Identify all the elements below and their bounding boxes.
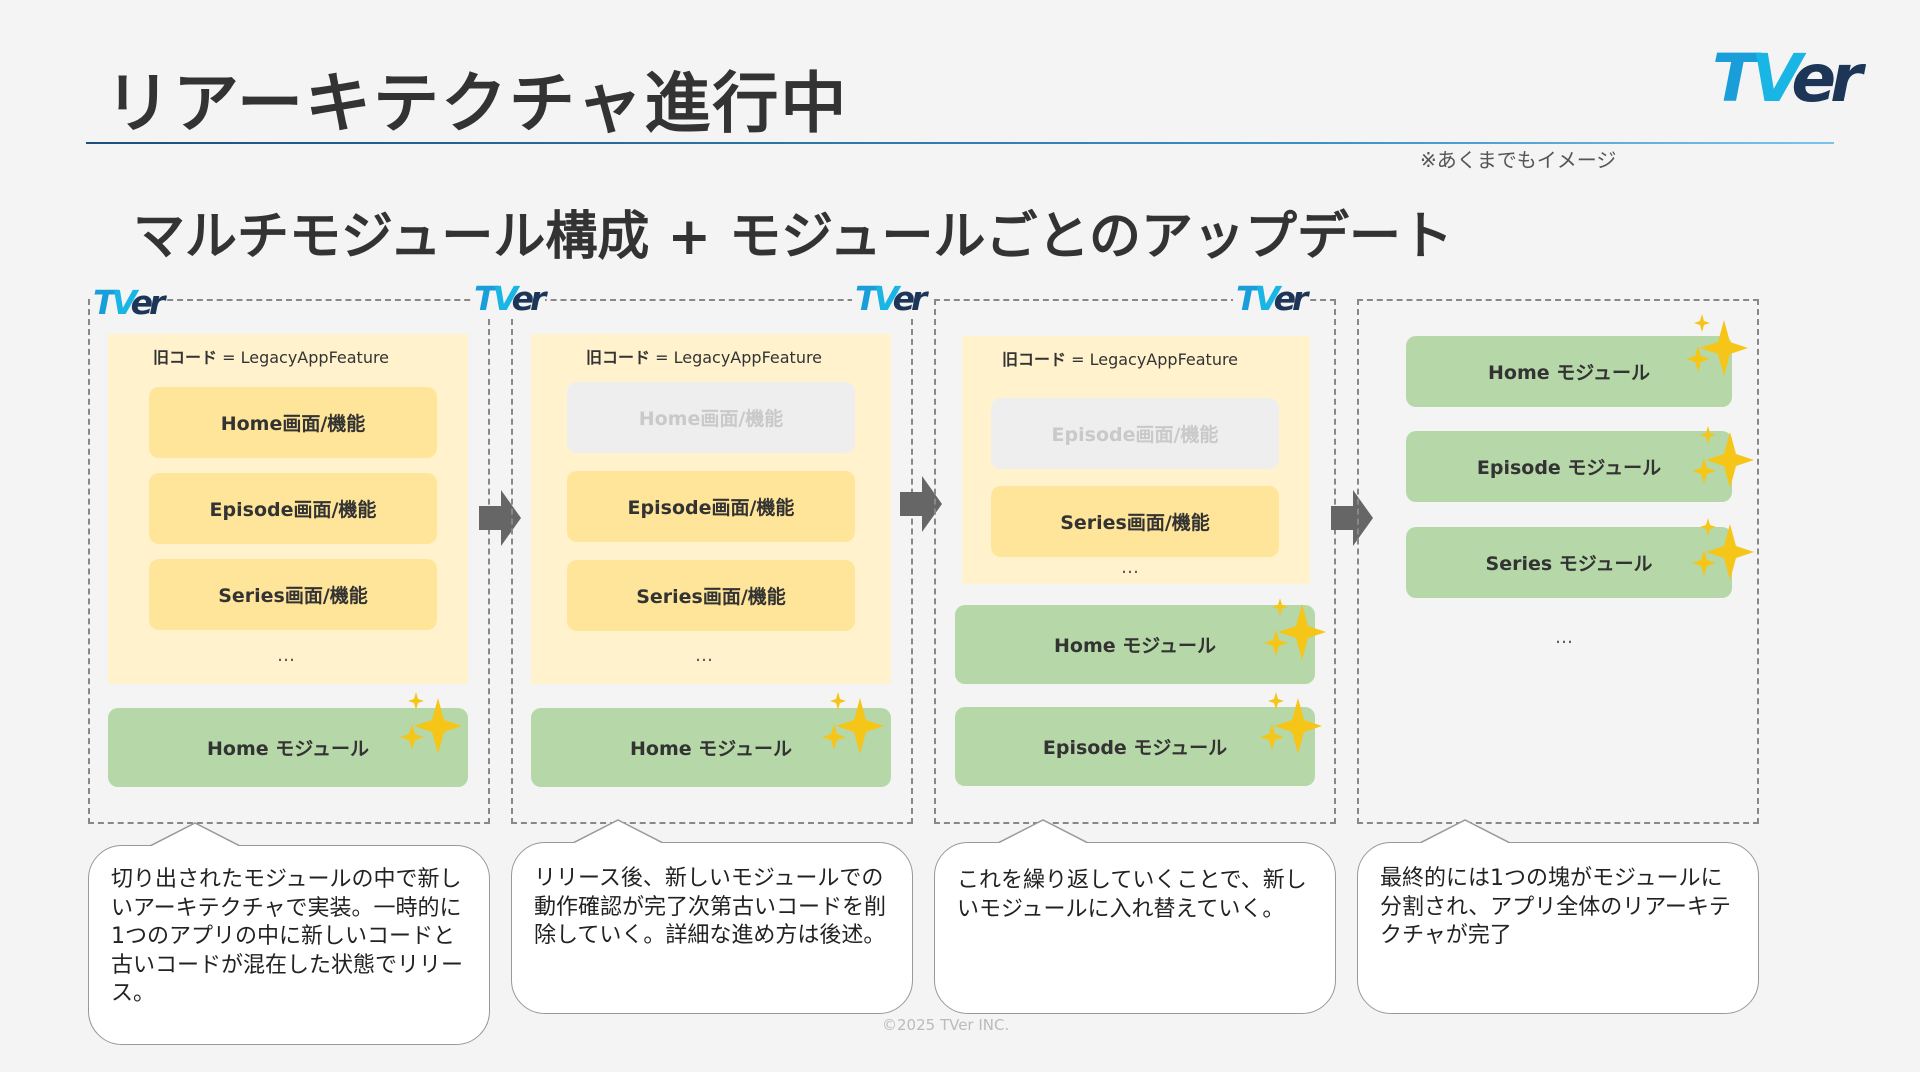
- logo-er: er: [1273, 279, 1309, 318]
- logo-v: V: [1751, 40, 1797, 117]
- logo-er: er: [892, 279, 928, 318]
- feature-episode: Episode画面/機能: [149, 473, 437, 544]
- legacy-label-rest: = LegacyAppFeature: [222, 348, 390, 367]
- sparkle-icon: [1686, 314, 1748, 376]
- right-arrow-icon: [900, 476, 942, 532]
- stage-panel-2: [511, 299, 913, 824]
- legacy-code-label: 旧コード = LegacyAppFeature: [586, 344, 822, 368]
- logo-er: er: [130, 283, 166, 322]
- section-subtitle: マルチモジュール構成 + モジュールごとのアップデート: [133, 207, 1453, 267]
- tver-logo-small: TVer: [1233, 279, 1309, 318]
- legacy-code-label: 旧コード = LegacyAppFeature: [1002, 346, 1238, 370]
- bubble-tail: [573, 819, 663, 843]
- ellipsis: …: [1555, 627, 1573, 648]
- module-home: Home モジュール: [955, 605, 1315, 684]
- logo-t: T: [93, 283, 115, 322]
- bubble-tail: [1420, 819, 1510, 843]
- legacy-label-strong: 旧コード: [1002, 350, 1067, 369]
- logo-t: T: [1712, 40, 1757, 117]
- feature-series: Series画面/機能: [149, 559, 437, 630]
- ellipsis: …: [1121, 557, 1139, 578]
- tver-logo-small: TVer: [852, 279, 928, 318]
- right-arrow-icon: [1331, 490, 1373, 546]
- feature-episode-removed: Episode画面/機能: [991, 398, 1279, 469]
- logo-v: V: [492, 279, 516, 318]
- module-home: Home モジュール: [108, 708, 468, 787]
- feature-home: Home画面/機能: [149, 387, 437, 458]
- speech-bubble-4: 最終的には1つの塊がモジュールに分割され、アプリ全体のリアーキテクチャが完了: [1357, 842, 1759, 1014]
- legacy-label-strong: 旧コード: [586, 348, 651, 367]
- right-arrow-icon: [479, 490, 521, 546]
- stage-panel-4: [1357, 299, 1759, 824]
- stage-panel-3: [934, 299, 1336, 824]
- module-episode: Episode モジュール: [955, 707, 1315, 786]
- logo-t: T: [474, 279, 496, 318]
- sparkle-icon: [1692, 518, 1754, 580]
- logo-er: er: [511, 279, 547, 318]
- speech-bubble-1: 切り出されたモジュールの中で新しいアーキテクチャで実装。一時的に1つのアプリの中…: [88, 845, 490, 1045]
- feature-home-removed: Home画面/機能: [567, 382, 855, 453]
- bubble-tail: [150, 822, 240, 846]
- legacy-code-label: 旧コード = LegacyAppFeature: [153, 344, 389, 368]
- logo-v: V: [1254, 279, 1278, 318]
- ellipsis: …: [277, 645, 295, 666]
- tver-logo-small: TVer: [471, 279, 547, 318]
- legacy-label-rest: = LegacyAppFeature: [1071, 350, 1239, 369]
- speech-bubble-3: これを繰り返していくことで、新しいモジュールに入れ替えていく。: [934, 842, 1336, 1014]
- stage-panel-1: [88, 299, 490, 824]
- logo-er: er: [1791, 40, 1862, 117]
- ellipsis: …: [695, 645, 713, 666]
- feature-series: Series画面/機能: [991, 486, 1279, 557]
- module-home: Home モジュール: [531, 708, 891, 787]
- module-series: Series モジュール: [1406, 527, 1732, 598]
- copyright: ©2025 TVer INC.: [882, 1016, 1010, 1034]
- sparkle-icon: [1692, 426, 1754, 488]
- sparkle-icon: [400, 692, 462, 754]
- speech-bubble-2: リリース後、新しいモジュールでの動作確認が完了次第古いコードを削除していく。詳細…: [511, 842, 913, 1014]
- legacy-label-strong: 旧コード: [153, 348, 218, 367]
- sparkle-icon: [1264, 598, 1326, 660]
- feature-series: Series画面/機能: [567, 560, 855, 631]
- sparkle-icon: [822, 692, 884, 754]
- logo-v: V: [111, 283, 135, 322]
- sparkle-icon: [1260, 692, 1322, 754]
- bubble-tail: [998, 819, 1088, 843]
- feature-episode: Episode画面/機能: [567, 471, 855, 542]
- image-note: ※あくまでもイメージ: [1420, 148, 1617, 172]
- logo-v: V: [873, 279, 897, 318]
- title-divider: [86, 142, 1834, 144]
- module-home: Home モジュール: [1406, 336, 1732, 407]
- module-episode: Episode モジュール: [1406, 431, 1732, 502]
- page-title: リアーキテクチャ進行中: [105, 65, 849, 142]
- logo-t: T: [1236, 279, 1258, 318]
- tver-logo-small: TVer: [90, 283, 166, 322]
- legacy-label-rest: = LegacyAppFeature: [655, 348, 823, 367]
- logo-t: T: [855, 279, 877, 318]
- tver-logo: TVer: [1712, 46, 1863, 112]
